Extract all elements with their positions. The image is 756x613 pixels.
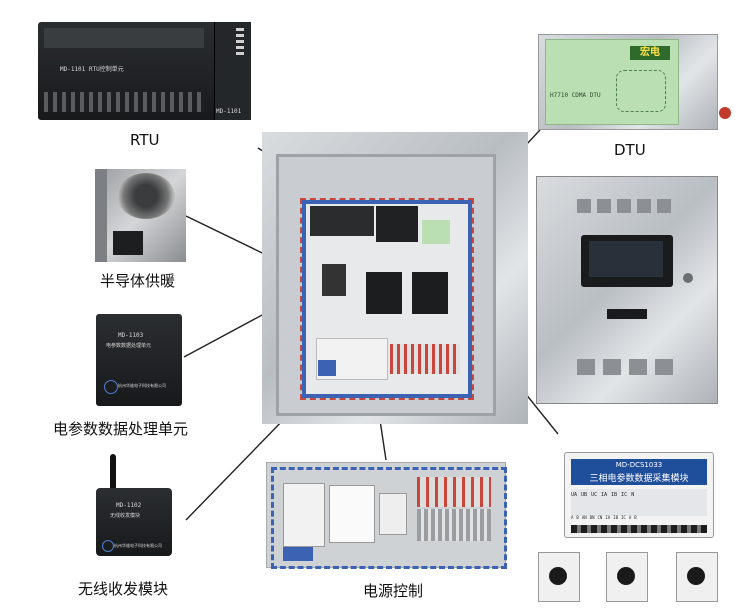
terminal-label: N — [631, 492, 635, 498]
terminal-label: IB — [611, 492, 618, 498]
wireless-model: MD-1102 — [116, 502, 142, 509]
terminal-label: IA — [605, 515, 611, 520]
wireless-module-photo: MD-1102 无线收发模块 杭州华维电子科技有限公司 — [96, 488, 172, 556]
terminal-label: IC — [621, 492, 628, 498]
module-title: 三相电参数数据采集模块 — [589, 474, 689, 484]
wireless-company: 杭州华维电子科技有限公司 — [114, 543, 162, 548]
terminal-label: UC — [591, 492, 598, 498]
heater-label: 半导体供暖 — [100, 272, 176, 290]
current-transformer-2 — [606, 552, 648, 602]
processing-company: 杭州华维电子科技有限公司 — [118, 383, 166, 388]
wireless-subtitle: 无线收发模块 — [110, 513, 141, 519]
dtu-model-text: H7710 CDMA DTU — [550, 92, 601, 99]
power-control-photo — [266, 462, 507, 569]
terminal-label: B — [634, 515, 637, 520]
terminal-label: A — [571, 515, 574, 520]
terminal-label: IA — [601, 492, 608, 498]
current-transformer-1 — [538, 552, 580, 602]
rtu-label: RTU — [130, 131, 160, 149]
dtu-label: DTU — [614, 141, 646, 159]
three-phase-module-photo: MD-DCS1033 三相电参数数据采集模块 UA UB UC IA IB IC… — [564, 452, 714, 538]
antenna — [110, 454, 116, 494]
processing-unit-label: 电参数数据处理单元 — [53, 420, 189, 438]
terminal-label: IB — [613, 515, 618, 520]
processing-model: MD-1103 — [118, 332, 144, 339]
module-model: MD-DCS1033 — [615, 461, 663, 469]
terminal-label: CN — [597, 515, 603, 520]
terminal-label: UB — [581, 492, 588, 498]
rtu-model-text: MD-1101 RTU控制单元 — [60, 66, 124, 73]
wireless-label: 无线收发模块 — [78, 580, 169, 598]
terminal-label: B — [576, 515, 579, 520]
current-transformer-3 — [676, 552, 718, 602]
terminal-label: UA — [571, 492, 578, 498]
heater-photo — [95, 169, 186, 262]
module-terminals-top: UA UB UC IA IB IC N — [571, 489, 707, 516]
dtu-brand: 宏电 — [630, 46, 670, 60]
open-cabinet-photo — [262, 132, 528, 424]
processing-subtitle: 电参数数据处理单元 — [106, 343, 152, 349]
terminal-label: IC — [620, 515, 626, 520]
closed-cabinet-photo — [536, 176, 718, 404]
power-control-label: 电源控制 — [363, 582, 424, 600]
rtu-badge-text: MD-1101 — [216, 108, 242, 115]
processing-unit-photo: MD-1103 电参数数据处理单元 杭州华维电子科技有限公司 — [96, 314, 182, 406]
terminal-label: AN — [581, 515, 587, 520]
terminal-label: BN — [589, 515, 595, 520]
dtu-device-photo: 宏电 H7710 CDMA DTU — [538, 34, 731, 130]
terminal-label: A — [628, 515, 632, 520]
module-terminals-bottom: A B AN BN CN IA IB IC A B — [571, 515, 707, 523]
rtu-device-photo: MD-1101 RTU控制单元 MD-1101 — [38, 22, 251, 120]
